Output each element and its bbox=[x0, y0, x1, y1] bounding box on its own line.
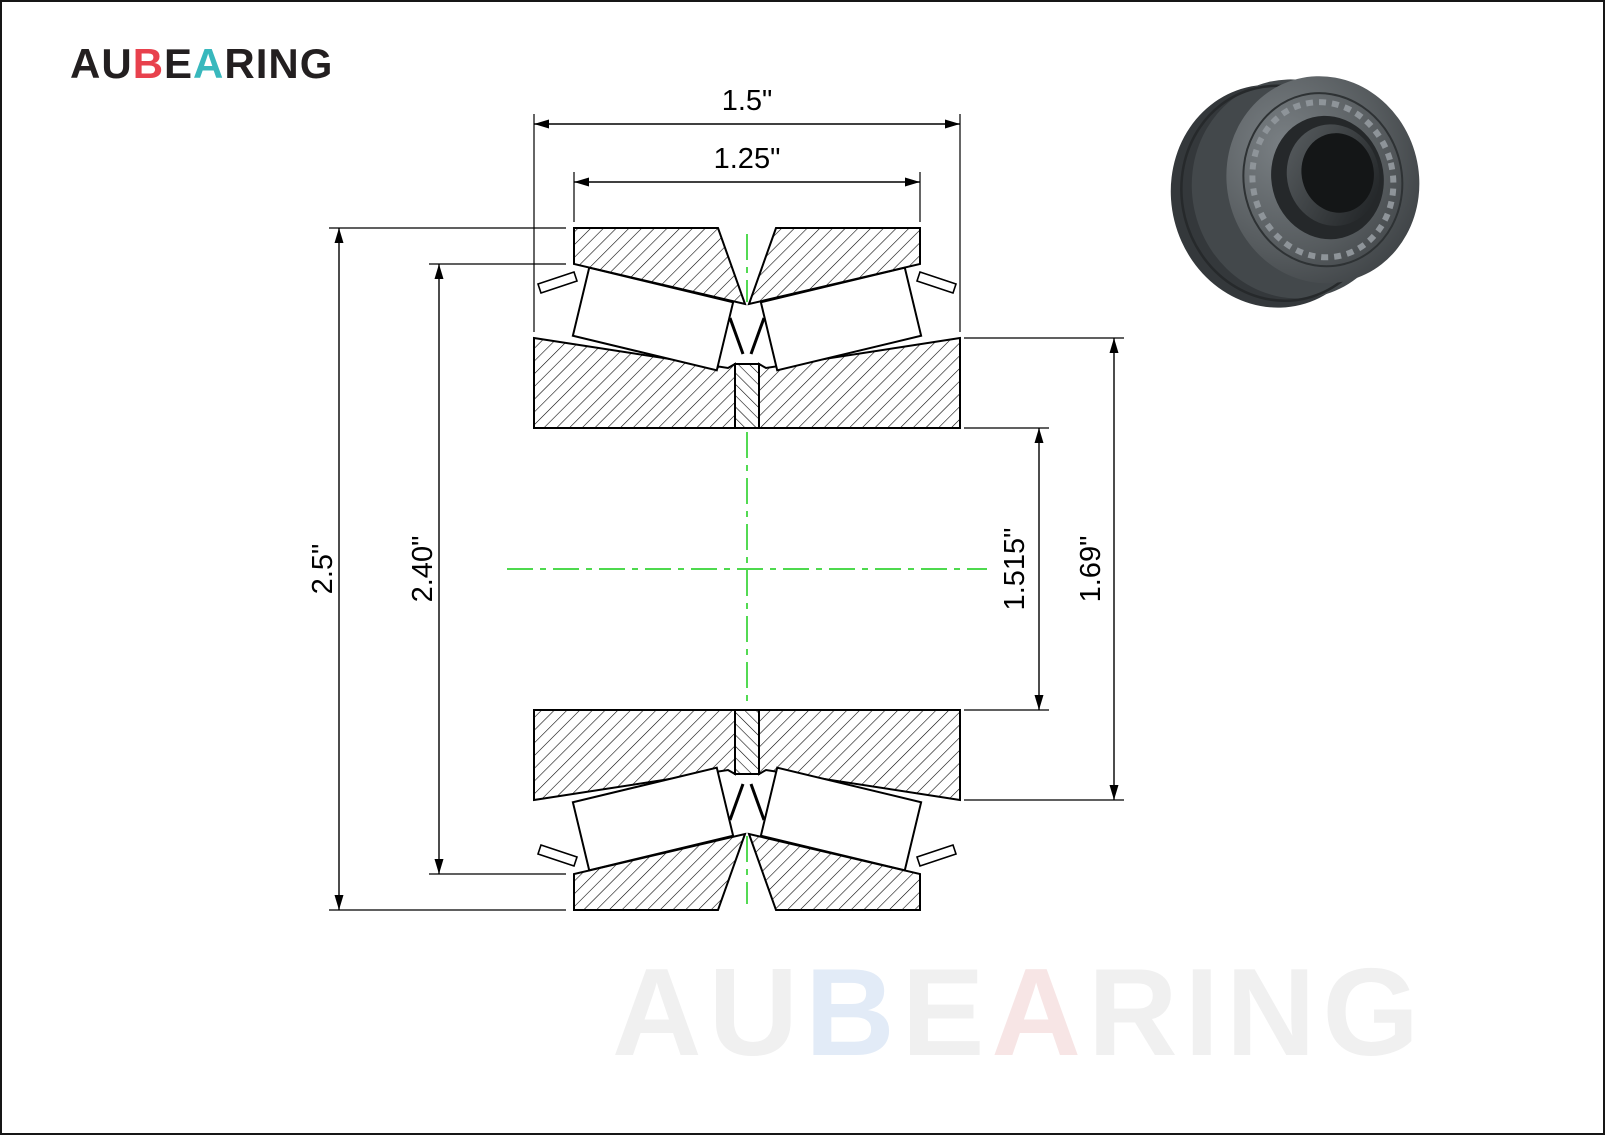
watermark-letter: I bbox=[1184, 944, 1226, 1082]
centerlines bbox=[507, 234, 987, 904]
cage-top-right bbox=[915, 270, 958, 295]
aubearing-watermark: AUBEARING bbox=[612, 942, 1426, 1084]
logo-letter: G bbox=[299, 40, 334, 87]
cup-top-right-section bbox=[747, 227, 921, 306]
watermark-letter: A bbox=[991, 944, 1088, 1082]
watermark-letter: R bbox=[1087, 944, 1185, 1082]
cup-top-left-section bbox=[573, 227, 747, 306]
bearing-3d-render bbox=[1170, 76, 1420, 308]
dim-label-outer-diameter: 2.5" bbox=[307, 544, 339, 595]
cage-bottom-left bbox=[536, 843, 579, 868]
watermark-letter: U bbox=[708, 944, 806, 1082]
logo-letter: E bbox=[164, 40, 194, 87]
cone-spacer-top-section bbox=[734, 363, 760, 429]
logo-letter: I bbox=[255, 40, 269, 87]
logo-letter: A bbox=[70, 40, 102, 87]
bearing-3d-bore-hole bbox=[1301, 133, 1374, 213]
dimension-overall-width: 1.5" bbox=[533, 85, 961, 332]
watermark-letter: B bbox=[805, 944, 902, 1082]
dim-label-overall-width: 1.5" bbox=[722, 85, 773, 117]
cage-bottom-center-right bbox=[749, 783, 766, 821]
dim-label-cup-diameter: 2.40" bbox=[407, 536, 439, 603]
aubearing-logo: AUBEARING bbox=[70, 40, 333, 88]
cage-top-left bbox=[536, 270, 579, 295]
dim-label-rib-diameter: 1.69" bbox=[1075, 536, 1107, 603]
dimension-cup-diameter: 2.40" bbox=[407, 263, 566, 875]
bearing-section-view bbox=[533, 227, 961, 911]
cage-bottom-right bbox=[915, 843, 958, 868]
watermark-letter: N bbox=[1225, 944, 1323, 1082]
dimension-inner-width: 1.25" bbox=[573, 143, 921, 222]
dim-label-inner-width: 1.25" bbox=[714, 143, 781, 175]
logo-letter: N bbox=[268, 40, 300, 87]
cage-bottom-center-left bbox=[728, 783, 745, 821]
dimension-outer-diameter: 2.5" bbox=[307, 227, 566, 911]
cone-spacer-bottom-section bbox=[734, 709, 760, 775]
watermark-letter: A bbox=[612, 944, 709, 1082]
logo-letter: A bbox=[193, 40, 225, 87]
logo-letter: U bbox=[101, 40, 133, 87]
cup-bottom-right-section bbox=[747, 832, 921, 911]
watermark-letter: E bbox=[901, 944, 992, 1082]
logo-letter: R bbox=[224, 40, 256, 87]
cage-top-center-right bbox=[749, 317, 766, 355]
dimension-bore-diameter: 1.515" bbox=[964, 427, 1049, 711]
logo-letter: B bbox=[132, 40, 165, 87]
cage-top-center-left bbox=[728, 317, 745, 355]
cup-bottom-left-section bbox=[573, 832, 747, 911]
dimension-rib-diameter: 1.69" bbox=[964, 337, 1124, 801]
watermark-letter: G bbox=[1322, 944, 1426, 1082]
bearing-3d-face-groove bbox=[1242, 92, 1404, 268]
dim-label-bore-diameter: 1.515" bbox=[999, 528, 1031, 611]
